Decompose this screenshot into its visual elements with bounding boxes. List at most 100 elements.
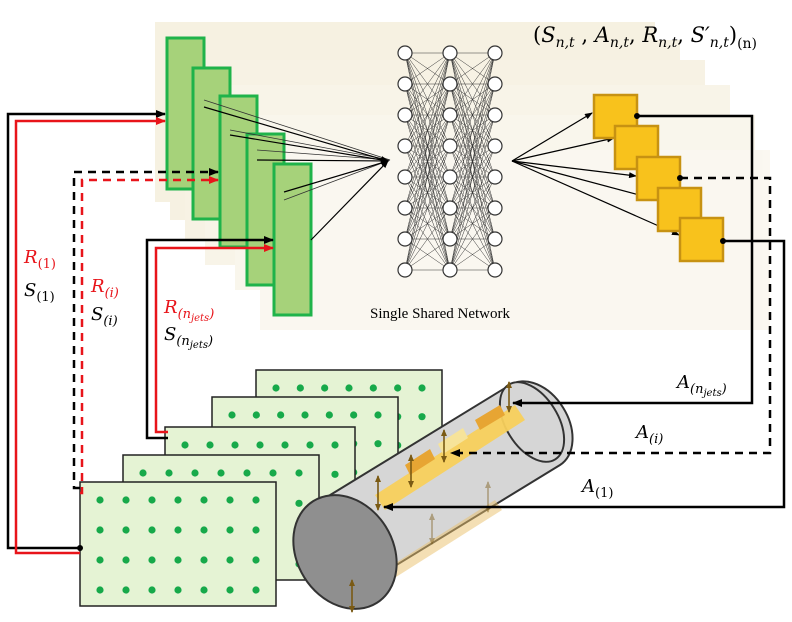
grid-dot — [296, 384, 304, 392]
reward-label-1: R(1) — [23, 247, 56, 272]
grid-dot — [174, 496, 182, 504]
grid-dot — [217, 469, 225, 477]
grid-dot — [252, 411, 260, 419]
grid-dot — [252, 496, 260, 504]
nn-edge — [404, 207, 451, 271]
grid-dot — [331, 470, 339, 478]
nn-node — [397, 76, 413, 92]
nn-edge — [449, 52, 496, 178]
grid-dot — [181, 441, 189, 449]
nn-edge — [404, 52, 451, 209]
grid-dot — [269, 469, 277, 477]
nn-edge — [404, 52, 451, 85]
nn-node — [442, 200, 458, 216]
grid-dot — [331, 441, 339, 449]
grid-dot — [256, 441, 264, 449]
cylinder-icon — [292, 380, 574, 613]
grid-dot — [295, 469, 303, 477]
nn-node — [397, 138, 413, 154]
grid-dot — [350, 411, 358, 419]
grid-dot — [252, 556, 260, 564]
nn-node — [442, 107, 458, 123]
nn-node — [487, 138, 503, 154]
grid-dot — [148, 586, 156, 594]
grid-dot — [301, 411, 309, 419]
grid-dot — [148, 556, 156, 564]
grid-dot — [277, 411, 285, 419]
nn-edge — [404, 145, 451, 271]
grid-dot — [200, 586, 208, 594]
nn-node — [487, 45, 503, 61]
grid-dot — [96, 556, 104, 564]
grid-dot — [96, 586, 104, 594]
grid-dot — [281, 441, 289, 449]
grid-dot — [122, 526, 130, 534]
grid-dot — [226, 586, 234, 594]
nn-node — [442, 169, 458, 185]
grid-panels — [79, 369, 443, 607]
grid-dot — [96, 526, 104, 534]
state-label-njets: S(njets) — [164, 324, 213, 351]
feedback-node — [77, 545, 83, 551]
action-label-njets: A(njets) — [675, 372, 727, 399]
transition-tuple: (Sn,t , An,t, Rn,t, S′n,t)(n) — [533, 23, 757, 52]
input-arrows — [203, 106, 389, 241]
grid-dot — [295, 499, 303, 507]
grid-dot — [374, 440, 382, 448]
nn-node — [442, 231, 458, 247]
grid-dot — [200, 526, 208, 534]
grid-dot — [272, 384, 280, 392]
reward-label-njets: R(njets) — [163, 297, 214, 324]
grid-dot — [174, 586, 182, 594]
grid-dot — [174, 526, 182, 534]
nn-node — [487, 107, 503, 123]
nn-edge — [404, 176, 451, 271]
state-label-1: S(1) — [24, 280, 55, 305]
grid-dot — [418, 413, 426, 421]
grid-dot — [96, 496, 104, 504]
nn-edge — [449, 52, 496, 271]
grid-dot — [191, 469, 199, 477]
nn-node — [487, 262, 503, 278]
nn-edge — [449, 52, 496, 116]
grid-dot — [148, 526, 156, 534]
nn-edge — [404, 114, 451, 271]
nn-node — [442, 76, 458, 92]
nn-edge — [449, 238, 496, 271]
state-feedback-lines — [6, 110, 274, 550]
action-label-i: A(i) — [634, 422, 663, 447]
nn-edge — [404, 238, 451, 271]
grid-dot — [231, 441, 239, 449]
reward-feedback-lines — [14, 117, 274, 555]
grid-dot — [228, 411, 236, 419]
nn-edge — [449, 52, 496, 209]
grid-dot — [394, 384, 402, 392]
grid-dot — [226, 496, 234, 504]
grid-dot — [369, 384, 377, 392]
grid-dot — [226, 526, 234, 534]
grid-dot — [200, 496, 208, 504]
nn-node — [487, 169, 503, 185]
nn-node — [487, 76, 503, 92]
nn-edge — [449, 52, 496, 85]
state-label-i: S(i) — [91, 304, 118, 329]
nn-edge — [404, 52, 451, 271]
nn-edge — [449, 145, 496, 271]
reward-label-i: R(i) — [90, 276, 119, 301]
nn-node — [487, 231, 503, 247]
nn-edge — [449, 207, 496, 271]
nn-node — [442, 138, 458, 154]
grid-dot — [206, 441, 214, 449]
grid-dot — [252, 526, 260, 534]
action-label-1: A(1) — [580, 476, 613, 501]
grid-dot — [122, 556, 130, 564]
output-boxes — [592, 93, 726, 263]
nn-node — [397, 231, 413, 247]
nn-node — [442, 45, 458, 61]
grid-dot — [165, 469, 173, 477]
nn-edge — [449, 114, 496, 271]
grid-dot — [139, 469, 147, 477]
nn-edge — [404, 52, 451, 116]
grid-dot — [325, 411, 333, 419]
